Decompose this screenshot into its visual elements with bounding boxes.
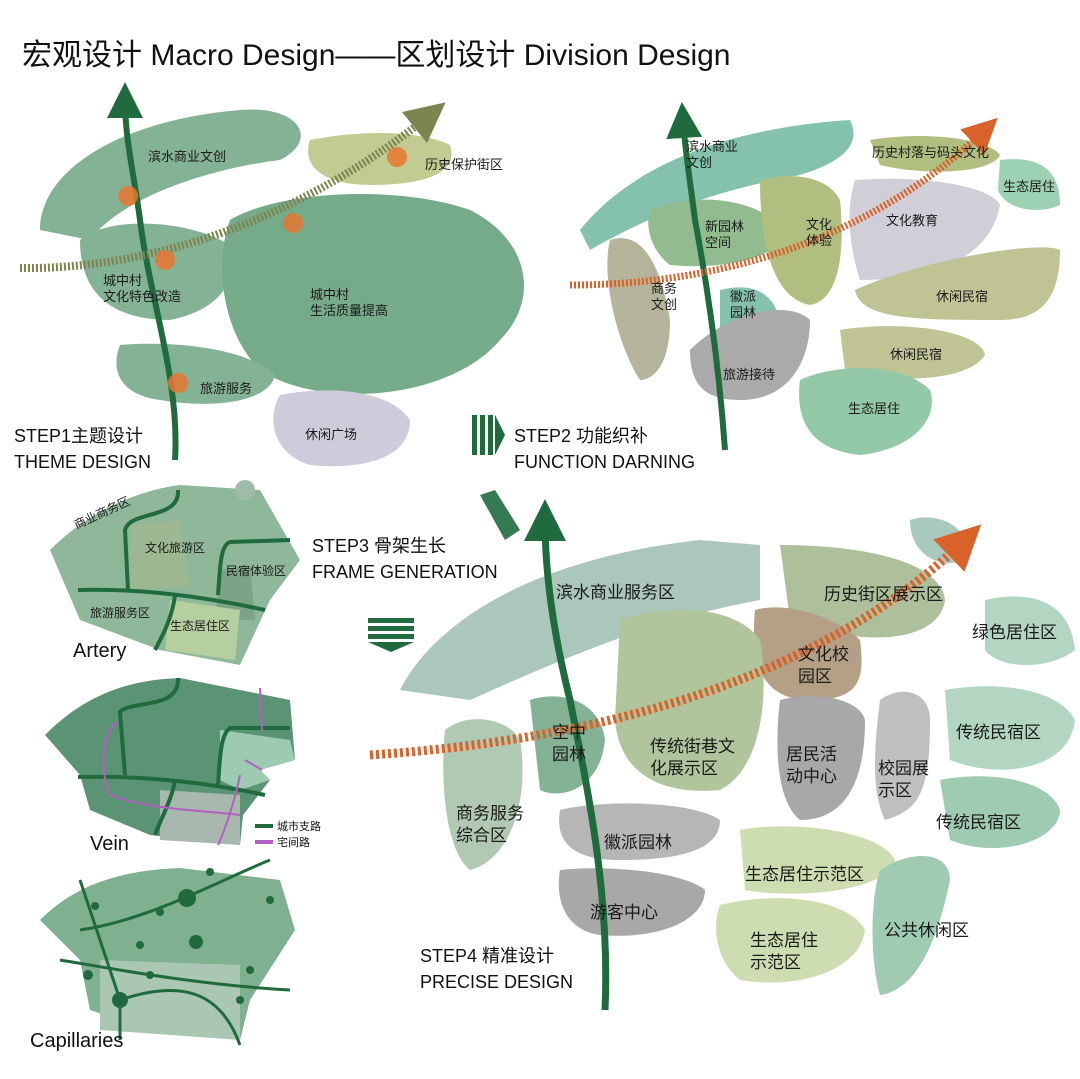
label: 滨水商业 文创 [686,140,739,171]
label: 旅游服务区 [90,606,151,620]
label: 城中村 生活质量提高 [310,288,389,319]
label: 空中 园林 [552,723,586,765]
label: 休闲民宿 [936,290,989,305]
label: 旅游接待 [723,368,776,383]
legend-label: 宅间路 [277,836,310,849]
step4-title-zh: STEP4 精准设计 [420,946,555,966]
label: 生态居住 [848,402,901,417]
artery-map [50,480,300,665]
label: 校园展 示区 [878,759,929,801]
capillaries-caption: Capillaries [30,1030,124,1052]
step3-title-zh: STEP3 骨架生长 [312,536,447,556]
label: 生态居住区 [170,619,231,633]
step2-title-zh: STEP2 功能织补 [514,426,649,446]
label: 新园林 空间 [705,220,745,251]
capillaries-map [40,858,295,1046]
label: 商务服务 综合区 [456,804,524,846]
label: 传统民宿区 [936,813,1021,833]
label: 传统街巷文 化展示区 [650,737,735,779]
label: 城中村 文化特色改造 [103,274,182,305]
label: 徽派园林 [604,833,672,853]
label: 文化 体验 [806,218,833,249]
label: 生态居住 示范区 [750,931,818,973]
label: 历史街区展示区 [824,585,943,605]
label: 休闲民宿 [890,348,943,363]
label: 滨水商业服务区 [556,583,675,603]
step2-map [580,120,1060,455]
label: 商务 文创 [651,282,678,313]
label: 滨水商业文创 [148,150,227,165]
label: 生态居住 [1003,180,1056,195]
label: 传统民宿区 [956,723,1041,743]
label: 游客中心 [590,903,658,923]
label: 文化教育 [886,214,939,229]
legend-item-city-road: 城市支路 [255,818,321,834]
label: 民宿体验区 [226,564,287,578]
step3-title-en: FRAME GENERATION [312,562,498,582]
label: 旅游服务 [200,382,253,397]
step1-title-zh: STEP1主题设计 [14,426,144,446]
legend-label: 城市支路 [277,820,321,833]
legend-item-house-road: 宅间路 [255,834,310,850]
label: 休闲广场 [305,428,358,443]
vein-map [45,677,295,846]
step1-map [40,109,524,467]
vein-caption: Vein [90,833,129,855]
label: 历史保护街区 [425,158,504,173]
label: 绿色居住区 [972,623,1057,643]
artery-caption: Artery [73,640,127,662]
label: 历史村落与码头文化 [872,146,990,161]
step4-title-en: PRECISE DESIGN [420,972,574,992]
label: 文化旅游区 [145,541,206,555]
label: 徽派 园林 [730,290,757,321]
page-title: 宏观设计 Macro Design——区划设计 Division Design [22,39,731,72]
step4-map [400,517,1075,995]
label: 公共休闲区 [884,921,969,941]
step2-title-en: FUNCTION DARNING [514,452,695,472]
label: 居民活 动中心 [786,745,837,787]
label: 生态居住示范区 [745,865,864,885]
step1-title-en: THEME DESIGN [14,452,152,472]
label: 文化校 园区 [798,645,849,687]
